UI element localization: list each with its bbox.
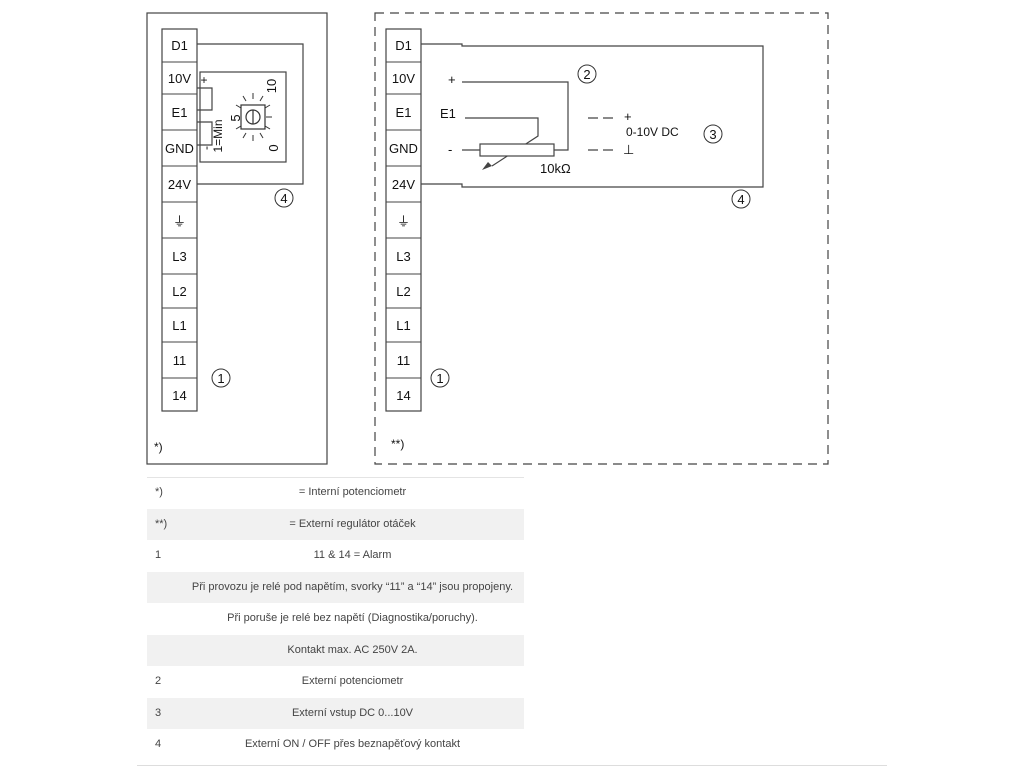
legend-value: Externí potenciometr bbox=[301, 675, 404, 687]
right-terminal-l1: L1 bbox=[396, 318, 410, 333]
legend-value: Při poruše je relé bez napětí (Diagnosti… bbox=[227, 612, 478, 624]
legend-value: Při provozu je relé pod napětím, svorky … bbox=[191, 580, 514, 593]
legend-row: Při provozu je relé pod napětím, svorky … bbox=[147, 571, 524, 603]
legend-key: 1 bbox=[155, 549, 162, 561]
right-terminal-l2: L2 bbox=[396, 284, 410, 299]
left-terminal-l2: L2 bbox=[172, 284, 186, 299]
pot-five-label: 5 bbox=[228, 114, 243, 121]
right-footnote-marker: **) bbox=[391, 437, 404, 451]
left-terminal-d1: D1 bbox=[171, 38, 188, 53]
legend-key: 2 bbox=[155, 675, 162, 687]
right-callout-2: 2 bbox=[577, 64, 597, 84]
left-terminal-10v: 10V bbox=[168, 71, 191, 86]
legend-key: 4 bbox=[155, 738, 162, 750]
voltage-range: 0-10V DC bbox=[626, 125, 679, 139]
svg-text:3: 3 bbox=[709, 127, 716, 142]
legend-value: Externí vstup DC 0...10V bbox=[291, 706, 414, 719]
voltage-plus: + bbox=[624, 109, 632, 124]
right-callout-1: 1 bbox=[430, 368, 450, 388]
right-terminal-strip: D1 10V E1 GND 24V ⏚ L3 L2 L1 11 14 bbox=[385, 28, 422, 412]
legend-value: = Interní potenciometr bbox=[298, 486, 407, 498]
legend-value: 11 & 14 = Alarm bbox=[313, 549, 392, 561]
right-panel-frame bbox=[374, 12, 829, 465]
pot-e1: E1 bbox=[440, 106, 456, 121]
left-terminal-11: 11 bbox=[173, 353, 187, 368]
legend-key: 3 bbox=[155, 706, 162, 719]
resistor-10k bbox=[479, 143, 555, 157]
legend-table: *) = Interní potenciometr **) = Externí … bbox=[147, 477, 524, 761]
right-terminal-earth-icon: ⏚ bbox=[397, 214, 410, 229]
left-callout-1: 1 bbox=[211, 368, 231, 388]
left-callout-4: 4 bbox=[274, 188, 294, 208]
pot-zero-label: 0 bbox=[266, 144, 281, 151]
dial-body bbox=[240, 104, 266, 130]
right-terminal-14: 14 bbox=[396, 388, 410, 403]
dial-ticks bbox=[235, 93, 272, 141]
right-callout-4: 4 bbox=[731, 189, 751, 209]
legend-value: Kontakt max. AC 250V 2A. bbox=[287, 643, 418, 656]
right-terminal-24v: 24V bbox=[392, 177, 415, 192]
left-terminal-strip: D1 10V E1 GND 24V ⏚ L3 L2 L1 11 14 bbox=[161, 28, 198, 412]
internal-potentiometer: + - 1=Min 5 10 0 bbox=[197, 71, 287, 163]
svg-text:4: 4 bbox=[737, 192, 744, 207]
left-panel-frame bbox=[146, 12, 328, 465]
legend-row: 1 11 & 14 = Alarm bbox=[147, 540, 524, 572]
pot-plus: + bbox=[448, 72, 456, 87]
legend-key: **) bbox=[155, 517, 168, 530]
right-terminal-11: 11 bbox=[397, 353, 411, 368]
voltage-minus: ⊥ bbox=[623, 142, 634, 157]
pot-minus-label: - bbox=[199, 146, 213, 150]
right-callout-3: 3 bbox=[703, 124, 723, 144]
legend-row: Při poruše je relé bez napětí (Diagnosti… bbox=[147, 603, 524, 635]
left-terminal-24v: 24V bbox=[168, 177, 191, 192]
svg-text:2: 2 bbox=[583, 67, 590, 82]
right-terminal-gnd: GND bbox=[389, 141, 418, 156]
right-terminal-l3: L3 bbox=[396, 249, 410, 264]
pot-minus: - bbox=[448, 142, 452, 157]
legend-row: 4 Externí ON / OFF přes beznapěťový kont… bbox=[147, 729, 524, 761]
bottom-rule bbox=[137, 765, 887, 766]
legend-top-rule bbox=[147, 477, 524, 478]
right-d1-24v-loop bbox=[421, 43, 764, 188]
right-terminal-10v: 10V bbox=[392, 71, 415, 86]
pot-min-label: 1=Min bbox=[211, 119, 225, 152]
legend-value: Externí ON / OFF přes beznapěťový kontak… bbox=[244, 738, 461, 750]
legend-row: 2 Externí potenciometr bbox=[147, 666, 524, 698]
legend-row: **) = Externí regulátor otáček bbox=[147, 508, 524, 540]
left-panel: D1 10V E1 GND 24V ⏚ L3 L2 L1 11 14 + - 1… bbox=[146, 12, 328, 465]
left-terminal-earth-icon: ⏚ bbox=[173, 214, 186, 229]
svg-text:4: 4 bbox=[280, 191, 287, 206]
legend-row: *) = Interní potenciometr bbox=[147, 477, 524, 509]
left-footnote-marker: *) bbox=[154, 440, 163, 454]
left-terminal-l3: L3 bbox=[172, 249, 186, 264]
pot-ten-label: 10 bbox=[264, 79, 279, 93]
left-terminal-gnd: GND bbox=[165, 141, 194, 156]
left-terminal-e1: E1 bbox=[172, 105, 188, 120]
right-terminal-d1: D1 bbox=[395, 38, 412, 53]
pot-plus-label: + bbox=[200, 73, 207, 87]
svg-text:1: 1 bbox=[436, 371, 443, 386]
legend-value: = Externí regulátor otáček bbox=[289, 517, 416, 530]
external-potentiometer: + E1 - 10kΩ bbox=[440, 72, 571, 176]
svg-text:1: 1 bbox=[217, 371, 224, 386]
right-panel: D1 10V E1 GND 24V ⏚ L3 L2 L1 11 14 + E1 … bbox=[374, 12, 829, 465]
wiring-diagram: D1 10V E1 GND 24V ⏚ L3 L2 L1 11 14 + - 1… bbox=[146, 12, 829, 465]
left-terminal-l1: L1 bbox=[172, 318, 186, 333]
legend-row: 3 Externí vstup DC 0...10V bbox=[147, 697, 524, 729]
left-terminal-14: 14 bbox=[172, 388, 186, 403]
right-terminal-e1: E1 bbox=[396, 105, 412, 120]
external-voltage-input: + ⊥ 0-10V DC bbox=[588, 109, 679, 157]
resistor-label: 10kΩ bbox=[540, 161, 571, 176]
legend-key: *) bbox=[155, 486, 163, 498]
left-d1-24v-loop bbox=[197, 43, 304, 185]
legend-row: Kontakt max. AC 250V 2A. bbox=[147, 634, 524, 666]
